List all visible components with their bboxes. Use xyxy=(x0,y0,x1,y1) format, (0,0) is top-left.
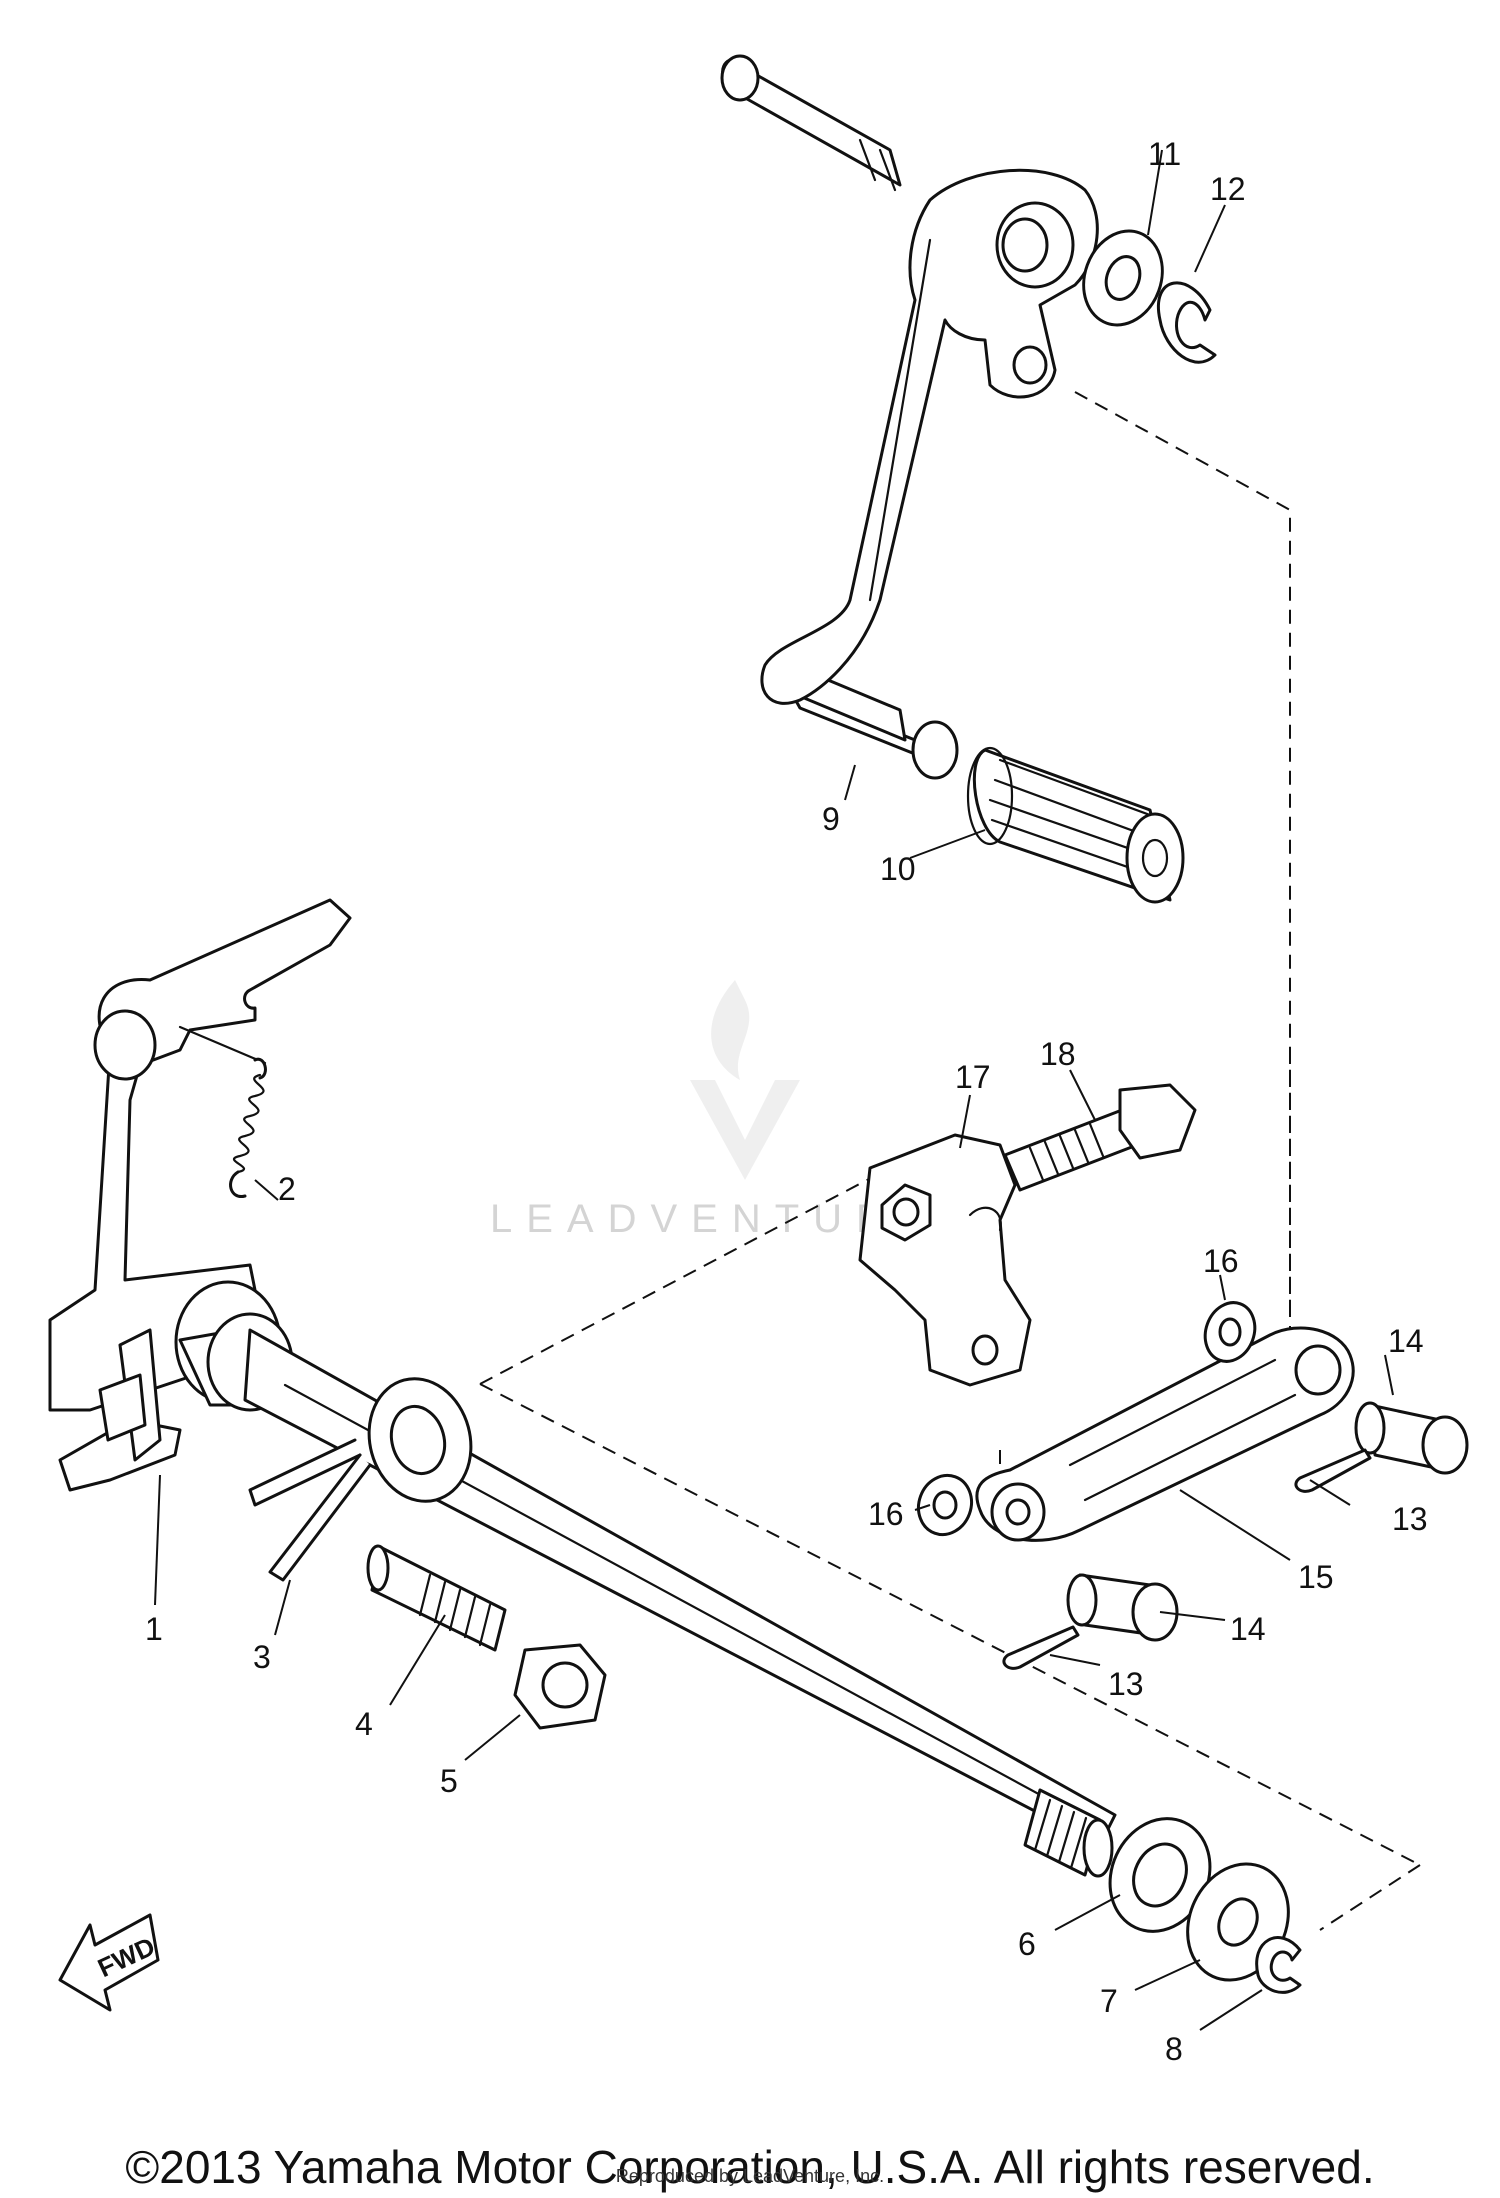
part-4-bolt xyxy=(366,1544,507,1652)
part-18-bolt xyxy=(1003,1083,1197,1192)
callout-11: 11 xyxy=(1148,136,1181,172)
part-16-washer-lower xyxy=(917,1473,973,1537)
callout-16-upper: 16 xyxy=(1203,1243,1239,1279)
part-3-return-spring xyxy=(248,1377,473,1582)
copyright-notice: ©2013 Yamaha Motor Corporation, U.S.A. A… xyxy=(125,2141,1375,2193)
part-14-pin-right xyxy=(1354,1401,1469,1475)
part-2-spring xyxy=(178,1025,267,1198)
callout-2: 2 xyxy=(278,1171,296,1207)
callout-4: 4 xyxy=(355,1706,373,1742)
shift-pedal-arm xyxy=(720,54,1099,705)
part-15-link-rod xyxy=(975,1326,1355,1542)
watermark-text: LEADVENTURE xyxy=(490,1197,940,1241)
part-17-lever xyxy=(858,1133,1032,1387)
callout-8: 8 xyxy=(1165,2031,1183,2067)
callout-13-lower: 13 xyxy=(1108,1666,1144,1702)
callout-18: 18 xyxy=(1040,1036,1076,1072)
callout-1: 1 xyxy=(145,1611,163,1647)
callout-12: 12 xyxy=(1210,171,1246,207)
callout-13-right: 13 xyxy=(1392,1501,1428,1537)
callout-10: 10 xyxy=(880,851,916,887)
part-13-cotter-pin-lower xyxy=(1002,1625,1080,1670)
part-16-washer-upper xyxy=(1203,1301,1257,1363)
part-6-oil-seal xyxy=(1108,1817,1212,1933)
callout-7: 7 xyxy=(1100,1983,1118,2019)
part-14-pin-lower xyxy=(1066,1573,1179,1642)
part-13-cotter-pin-right xyxy=(1294,1448,1372,1493)
part-12-circlip xyxy=(1157,281,1217,364)
callout-9: 9 xyxy=(822,801,840,837)
part-11-washer xyxy=(1082,229,1164,327)
callout-14-lower: 14 xyxy=(1230,1611,1266,1647)
part-10-footpeg-rubber xyxy=(966,746,1185,904)
part-5-nut xyxy=(513,1643,607,1730)
callout-16-lower: 16 xyxy=(868,1496,904,1532)
callout-3: 3 xyxy=(253,1639,271,1675)
part-8-circlip xyxy=(1255,1936,1302,1994)
callout-leader-lines xyxy=(154,149,1394,2031)
callout-numbers: 1 2 3 4 5 6 7 8 9 10 11 12 13 13 14 14 1… xyxy=(145,136,1428,2067)
reproduced-by-notice: Reproduced by LeadVenture, Inc. xyxy=(615,2166,885,2186)
callout-5: 5 xyxy=(440,1763,458,1799)
part-1-shift-shaft xyxy=(48,898,1117,1878)
fwd-arrow-icon: FWD xyxy=(58,1913,160,2012)
callout-15: 15 xyxy=(1298,1559,1334,1595)
callout-17: 17 xyxy=(955,1059,991,1095)
callout-14-right: 14 xyxy=(1388,1323,1424,1359)
callout-6: 6 xyxy=(1018,1926,1036,1962)
watermark-logo xyxy=(690,980,800,1180)
